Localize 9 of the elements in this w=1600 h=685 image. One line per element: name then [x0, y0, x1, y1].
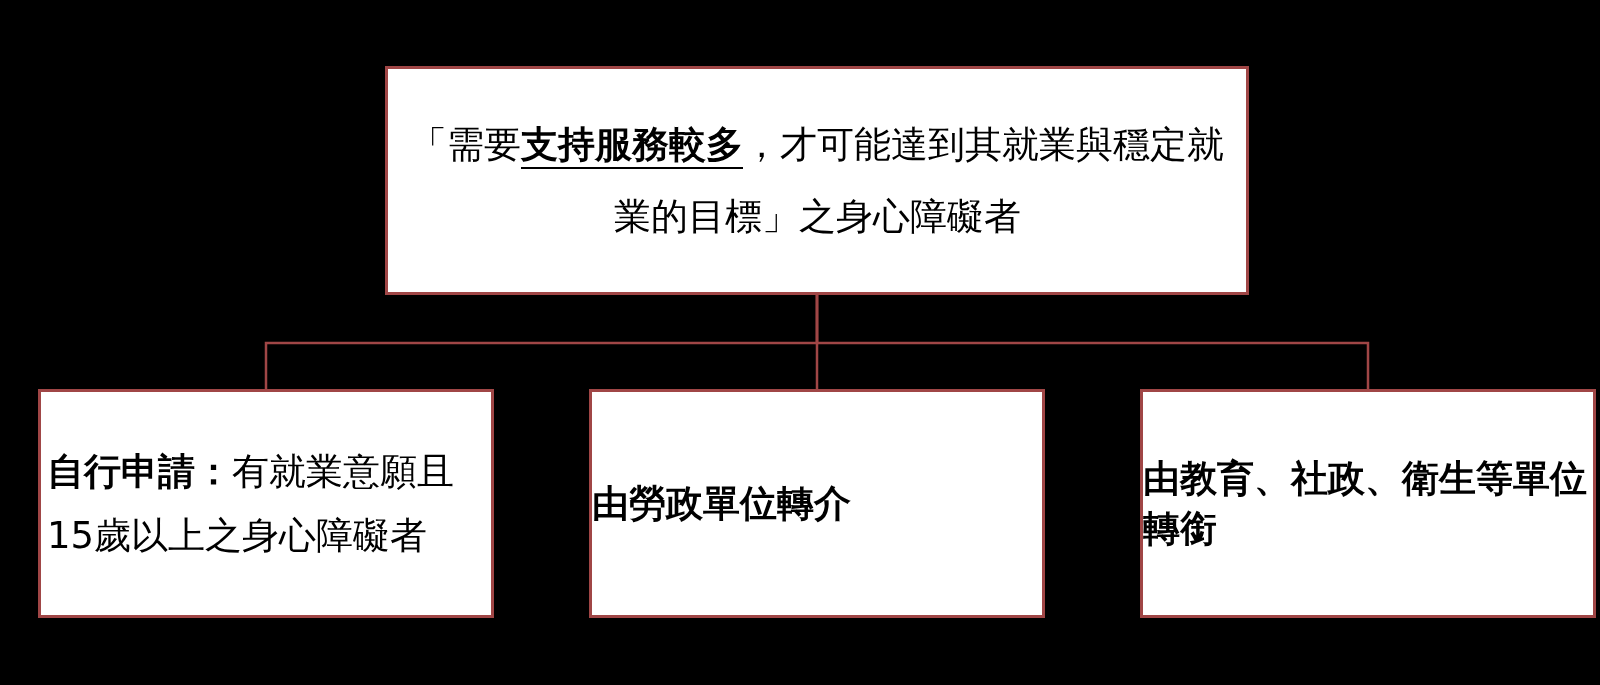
connector-line	[815, 295, 1370, 389]
box-text: 自行申請：有就業意願且15歲以上之身心障礙者	[46, 448, 455, 559]
box-text: 由教育、社政、衛生等單位轉銜	[1143, 455, 1588, 552]
category-box	[589, 389, 1045, 618]
box-text: 由勞政單位轉介	[592, 480, 851, 527]
top-box	[385, 66, 1249, 295]
category-box	[1140, 389, 1596, 618]
category-box	[38, 389, 494, 618]
box-text: 「需要支持服務較多，才可能達到其就業與穩定就業的目標」之身心障礙者	[409, 121, 1225, 240]
